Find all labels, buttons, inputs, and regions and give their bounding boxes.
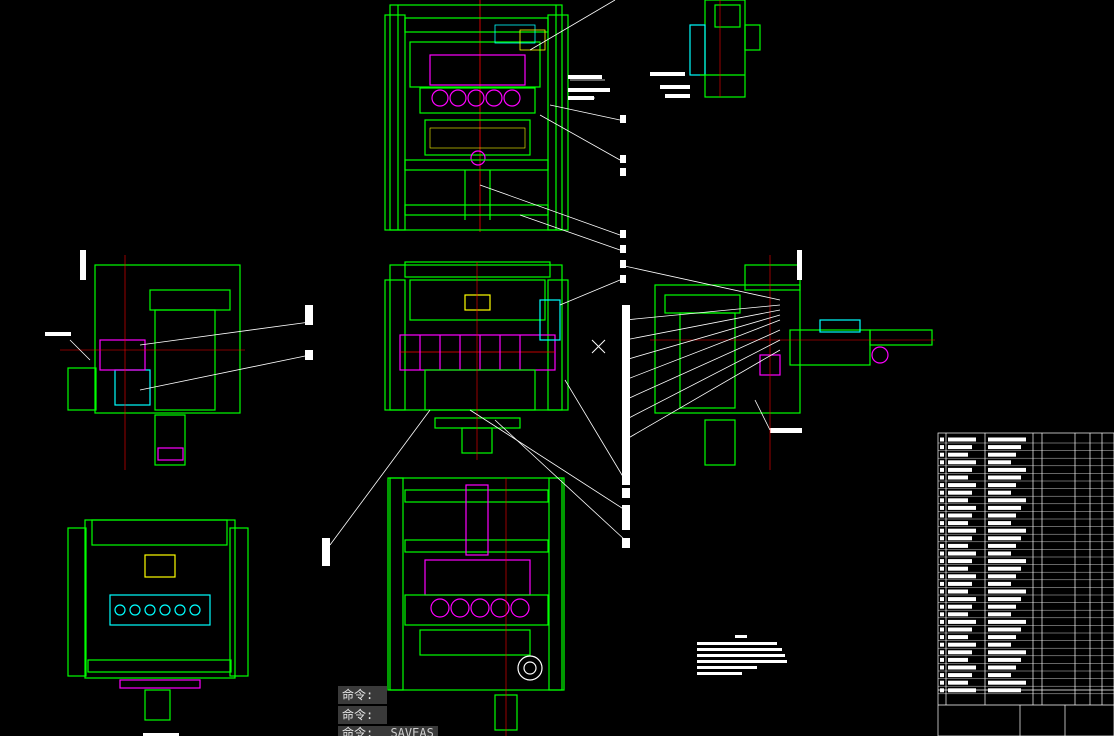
command-prompt: 命令:: [342, 708, 374, 722]
parts-list-rows: [938, 437, 1114, 694]
top-center-view: [384, 0, 569, 232]
left-side-view: [45, 250, 245, 470]
command-prompt: 命令:: [342, 688, 374, 702]
command-history-line-1: 命令:: [338, 686, 388, 704]
cross-cursor-icon: [591, 339, 606, 354]
command-prompt: 命令:: [342, 726, 374, 736]
leader-lines: [69, 0, 781, 546]
part-balloons: [305, 75, 630, 566]
command-input-line[interactable]: 命令: _SAVEAS: [338, 726, 438, 736]
technical-notes-block: [697, 635, 787, 675]
command-text: _SAVEAS: [383, 726, 434, 736]
command-history-line-2: 命令:: [338, 706, 388, 724]
middle-center-view: [384, 261, 569, 460]
bottom-center-view: [387, 477, 565, 736]
bottom-left-view: [67, 519, 249, 736]
top-right-side-view: [650, 0, 761, 98]
right-side-view: [650, 250, 935, 470]
